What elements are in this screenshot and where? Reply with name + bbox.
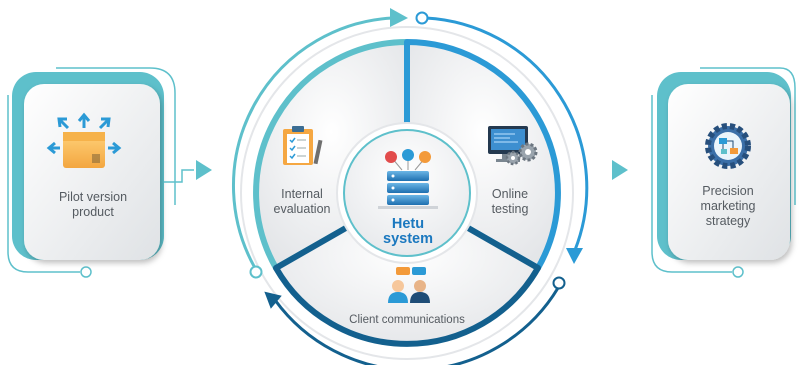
cycle-node-navy <box>552 276 566 290</box>
people-chat-icon <box>388 267 430 303</box>
client-communications-label: Client communications <box>349 314 465 326</box>
cycle-node-blue <box>415 11 429 25</box>
left-card-node <box>80 266 92 278</box>
cycle-circle <box>231 8 589 365</box>
cycle-arc-blue <box>425 16 589 251</box>
internal-evaluation-label: Internal evaluation <box>262 187 342 217</box>
left-card-panel <box>24 84 160 260</box>
right-card-outer-line <box>700 67 796 205</box>
box-with-arrows-icon <box>46 112 122 168</box>
right-card-label-line-1: Precision <box>702 184 754 198</box>
right-card-label: Precision marketing strategy <box>660 184 796 229</box>
right-arrow-icon-2 <box>612 160 628 180</box>
cycle-arrow-navy <box>264 291 282 309</box>
right-arrow-icon <box>196 160 212 180</box>
left-card-label: Pilot version product <box>34 190 152 220</box>
left-card-label-line-2: product <box>72 205 114 219</box>
internal-evaluation-label-line-1: Internal <box>281 187 323 201</box>
left-card-label-line-1: Pilot version <box>58 190 128 204</box>
cycle-arrow-blue <box>566 248 583 264</box>
center-title-line-1: Hetu <box>391 216 425 232</box>
monitor-gears-icon <box>488 126 538 166</box>
center-title-line-2: system <box>383 231 433 247</box>
online-testing-label: Online testing <box>482 187 538 217</box>
right-card-panel <box>668 84 790 260</box>
server-database-icon <box>378 149 438 209</box>
right-card-label-line-3: strategy <box>705 214 751 228</box>
cycle-arc-navy <box>273 287 560 365</box>
internal-evaluation-label-line-2: evaluation <box>273 202 331 216</box>
clipboard-checklist-icon <box>283 126 323 165</box>
online-testing-label-line-1: Online <box>491 187 529 201</box>
cycle-arrow-teal <box>390 8 408 27</box>
cycle-node-teal <box>249 265 263 279</box>
center-title: Hetu system <box>370 217 446 247</box>
cycle-arc-teal <box>231 16 393 269</box>
right-card <box>651 67 796 278</box>
left-card <box>7 67 176 278</box>
gear-flowchart-icon <box>705 123 751 169</box>
online-testing-label-line-2: testing <box>491 202 529 216</box>
right-card-label-line-2: marketing <box>700 199 756 213</box>
left-connector <box>164 160 212 183</box>
left-card-outer-line <box>56 67 176 205</box>
right-card-outer-line-bottom <box>651 95 732 273</box>
left-card-outer-line-bottom <box>7 95 80 273</box>
right-card-node <box>732 266 744 278</box>
